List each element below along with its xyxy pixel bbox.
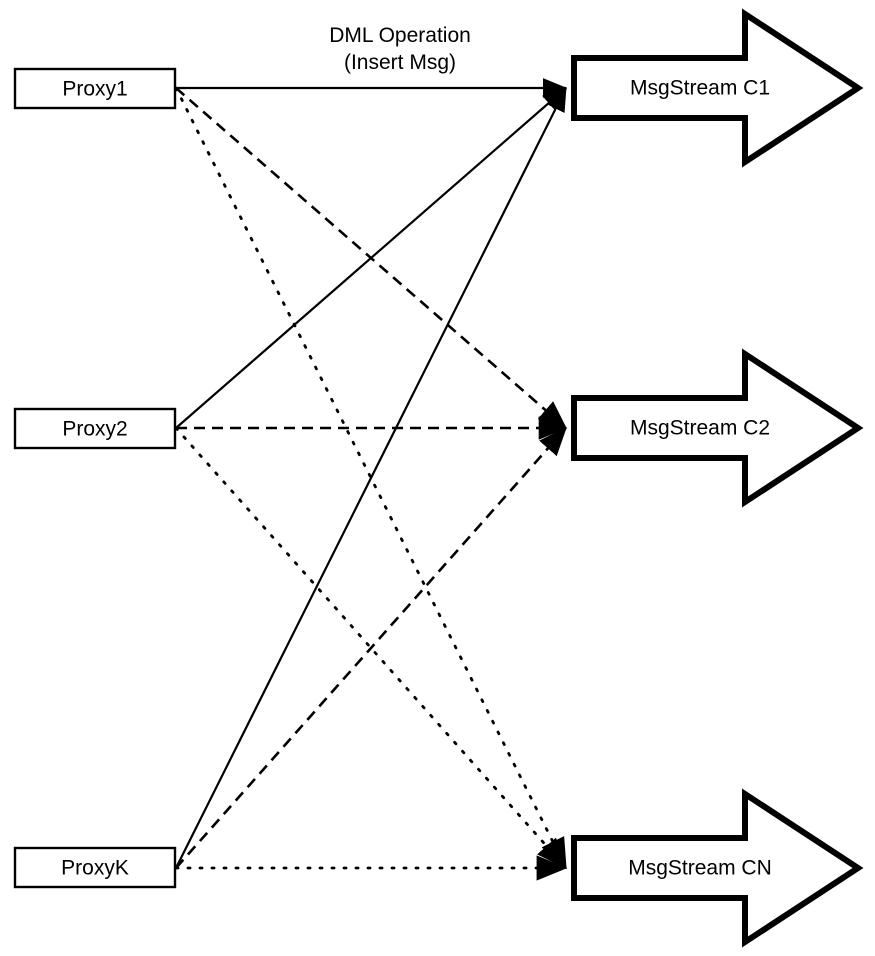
annotation-dml-operation: DML Operation (Insert Msg) [329,24,471,74]
proxy1-box [13,67,177,110]
stream-cn-arrow-shape [571,788,864,948]
stream-cn-label: MsgStream CN [628,857,772,880]
connection-proxy1-to-cn [174,86,568,870]
proxy-nodes-layer: Proxy1 Proxy2 ProxyK [13,67,177,889]
stream-c1-arrow-shape [571,8,864,168]
node-proxyk[interactable]: ProxyK [13,846,177,889]
node-stream-c2[interactable]: MsgStream C2 [571,348,864,508]
proxy2-label: Proxy2 [62,418,127,441]
annotation-line-2: (Insert Msg) [344,51,456,74]
stream-c2-label: MsgStream C2 [630,417,770,440]
connections-layer [174,78,568,881]
stream-c1-label: MsgStream C1 [630,77,770,100]
annotation-line-1: DML Operation [329,24,471,47]
node-proxy2[interactable]: Proxy2 [13,407,177,450]
node-stream-cn[interactable]: MsgStream CN [571,788,864,948]
proxy1-label: Proxy1 [62,78,127,101]
stream-arrows-layer: MsgStream C1 MsgStream C2 MsgStream CN [571,8,864,948]
proxyk-box [13,846,177,889]
node-stream-c1[interactable]: MsgStream C1 [571,8,864,168]
node-proxy1[interactable]: Proxy1 [13,67,177,110]
proxy2-box [13,407,177,450]
connection-proxy2-to-cn [174,426,568,870]
proxyk-label: ProxyK [61,857,129,880]
stream-c2-arrow-shape [571,348,864,508]
connection-proxy2-to-c1 [175,87,567,429]
connection-proxyk-to-c2 [175,427,567,869]
connection-proxyk-to-c1 [175,87,567,869]
